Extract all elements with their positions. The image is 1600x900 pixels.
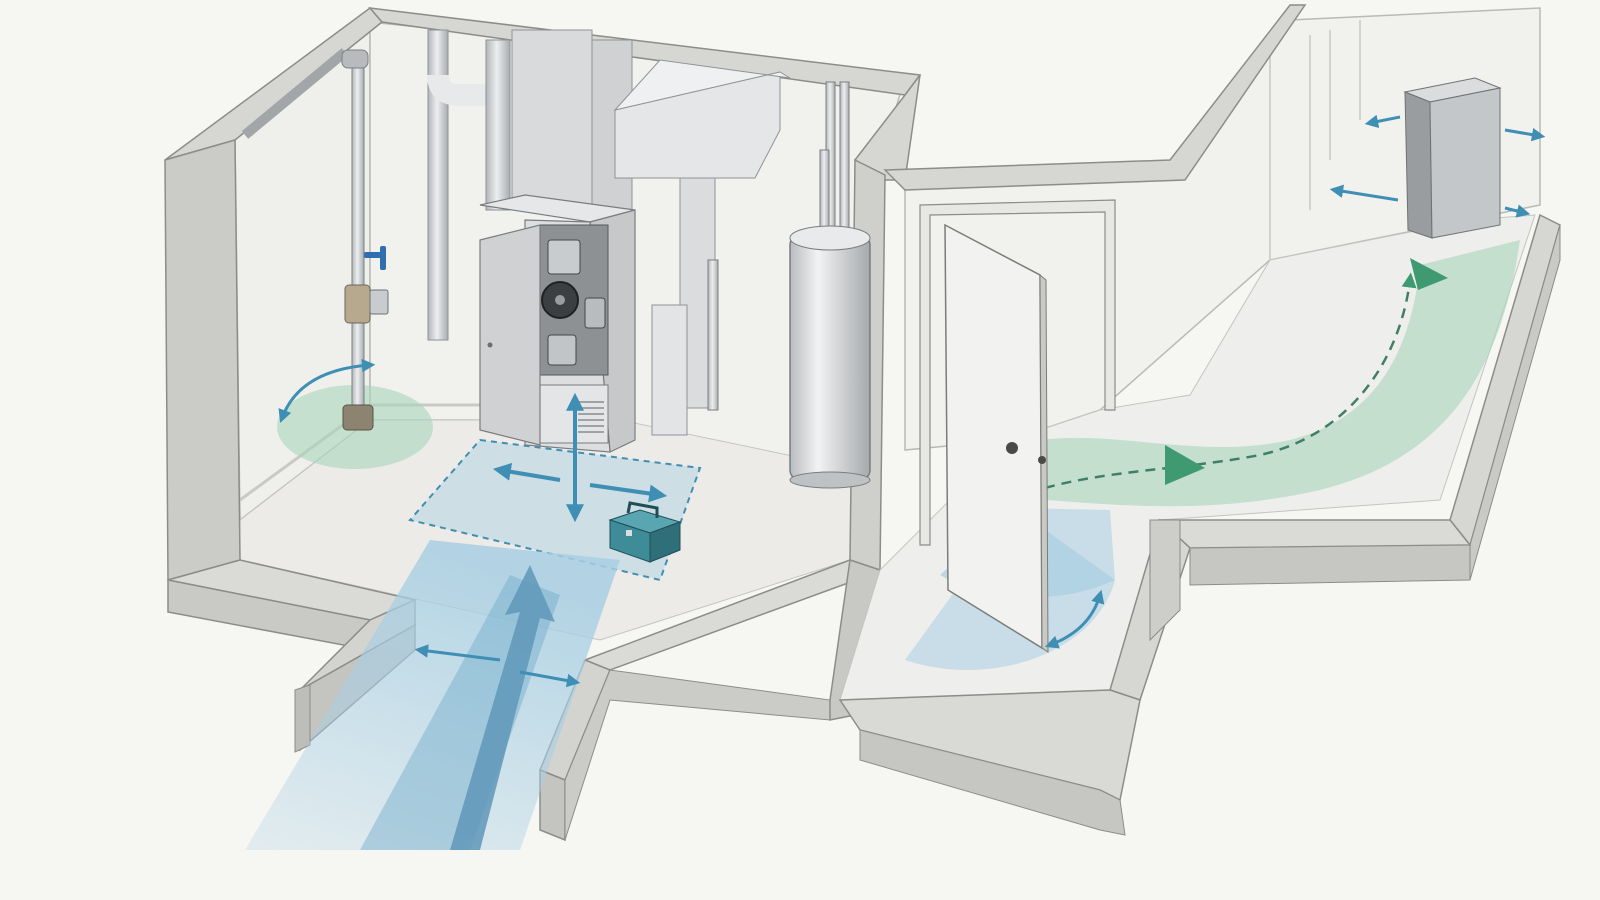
water-heater-top: [789, 225, 871, 251]
gas-pipe-base: [342, 404, 374, 431]
double-arrow-icon: [278, 358, 376, 424]
door-assembly: [905, 199, 1116, 671]
vent-pipe-left: [427, 29, 449, 341]
toolbox[interactable]: [608, 501, 682, 563]
double-arrow-icon: [1504, 127, 1546, 142]
vent-pipe-elbow: [427, 74, 495, 106]
entry-path-inner: [360, 575, 560, 850]
flow-arrow-icon: [1410, 258, 1448, 290]
toolbox-latch: [626, 530, 632, 536]
egress-route-line: [1044, 272, 1417, 490]
water-line-left: [707, 259, 719, 411]
furnace-inducer: [584, 297, 606, 329]
double-arrow-icon: [519, 670, 581, 688]
egress-path: [1040, 240, 1520, 507]
double-arrow-icon: [1364, 114, 1401, 129]
furnace-control-board: [547, 239, 581, 275]
furnace: [479, 194, 636, 453]
water-heater-pipe-cold: [839, 81, 850, 248]
wall-panel-seams: [1269, 20, 1361, 260]
horizontal-duct-top: [613, 59, 791, 111]
gas-line: [241, 48, 433, 469]
egress-path-band: [1040, 240, 1520, 507]
water-heater: [789, 81, 871, 489]
water-heater-base: [789, 471, 871, 489]
double-arrow-icon: [1504, 204, 1531, 218]
toolbox-handle: [626, 501, 659, 518]
valve-icon[interactable]: [364, 246, 386, 270]
double-arrow-icon: [589, 483, 668, 503]
furnace-access-door[interactable]: [479, 224, 541, 446]
double-arrow-icon: [492, 462, 561, 482]
left-outer-wall-face: [164, 139, 241, 581]
opening-left-stub: [294, 684, 311, 753]
flue-pipe: [485, 39, 511, 211]
flow-arrow-icon: [1165, 445, 1205, 485]
door-knob-icon: [1038, 456, 1046, 464]
hallway-top-wall: [883, 4, 1307, 191]
water-heater-tank: [789, 234, 871, 481]
double-arrow-icon: [1329, 184, 1399, 202]
cabinet-side: [1429, 87, 1501, 239]
door-knob-icon[interactable]: [1006, 442, 1018, 454]
door-knob-icon: [487, 342, 493, 348]
furnace-blower-hub: [555, 295, 565, 305]
gas-pipe-vertical: [351, 54, 365, 416]
door-frame: [919, 199, 1116, 546]
gas-pipe-elbow: [341, 49, 369, 69]
furnace-clearance-arrows: [492, 392, 668, 523]
cabinet-front: [1404, 91, 1433, 239]
front-wall-face: [564, 669, 831, 841]
flow-arrow-icon: [450, 565, 555, 850]
supply-plenum: [511, 29, 593, 211]
return-panel: [651, 304, 688, 436]
double-arrow-icon: [1044, 589, 1105, 649]
entry-clearance-path: [245, 540, 620, 850]
gas-meter-box: [369, 289, 389, 315]
hallway-front-wall-face: [1189, 544, 1471, 586]
double-arrow-icon: [414, 644, 501, 662]
ceiling-pipe: [241, 48, 349, 139]
door-edge: [1039, 273, 1049, 653]
ductwork: [427, 29, 836, 436]
hallway-bottom-wall-face: [859, 729, 1126, 836]
hallway-corner-block: [1149, 519, 1181, 642]
toolbox-side: [649, 521, 681, 563]
hallway-front-wall-top: [1158, 519, 1472, 549]
gas-regulator: [344, 284, 371, 324]
furnace-gas-valve: [547, 334, 577, 366]
utility-cabinet: [1329, 77, 1546, 290]
door-panel[interactable]: [944, 223, 1043, 650]
